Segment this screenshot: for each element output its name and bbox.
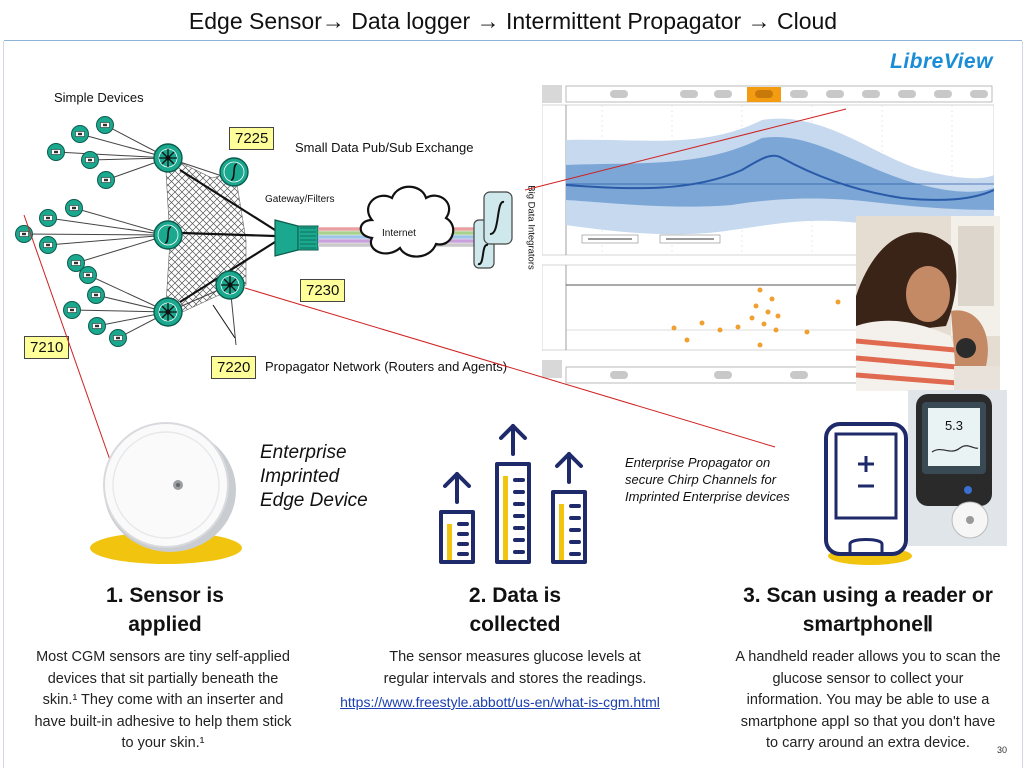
- mesh-pointer-line: [212, 304, 236, 339]
- step-2-description: The sensor measures glucose levels at re…: [383, 649, 647, 687]
- step-1-description: Most CGM sensors are tiny self-applied d…: [34, 649, 292, 751]
- frame-right: [1022, 41, 1023, 768]
- propagator-annotation: Enterprise Propagator on secure Chirp Ch…: [625, 455, 790, 504]
- data-bars-icon: [439, 424, 587, 564]
- page-number: 30: [997, 745, 1008, 755]
- ref-7220: 7220: [211, 356, 257, 379]
- ref-7225: 7225: [229, 127, 275, 150]
- internet-cloud: [359, 185, 455, 258]
- gateway-label: Gateway/Filters: [265, 194, 335, 205]
- day-pills: [610, 90, 988, 98]
- step-1-title: 1. Sensor is applied: [106, 584, 224, 636]
- libreview-logo: LibreView: [890, 50, 993, 73]
- ref-7210: 7210: [24, 336, 70, 359]
- internet-label: Internet: [382, 228, 416, 239]
- network-diagram: [15, 116, 513, 347]
- scatter-points: [671, 287, 841, 348]
- gateway-filter: [274, 219, 319, 257]
- reader-icon: [824, 422, 912, 565]
- sensor-user-photo: [856, 216, 1000, 391]
- slide-title: Edge Sensor→ Data logger → Intermittent …: [188, 8, 838, 34]
- step-2-title: 2. Data is collected: [468, 584, 562, 636]
- edge-device-annotation: Enterprise Imprinted Edge Device: [260, 442, 368, 511]
- propagator-network-label: Propagator Network (Routers and Agents): [265, 359, 508, 374]
- integrator-device: [473, 191, 513, 269]
- simple-devices-label: Simple Devices: [54, 90, 144, 105]
- title-divider: [4, 40, 1022, 41]
- step-3-title: 3. Scan using a reader or smartphoneⅡ: [743, 584, 993, 636]
- cgm-sensor-icon: [90, 422, 242, 564]
- reader-device-photo: 5.3: [908, 390, 1007, 546]
- step-3-description: A handheld reader allows you to scan the…: [735, 649, 1001, 751]
- frame-left: [3, 41, 4, 768]
- ref-7230: 7230: [300, 279, 346, 302]
- reader-display: 5.3: [945, 418, 963, 433]
- source-link[interactable]: https://www.freestyle.abbott/us-en/what-…: [340, 694, 660, 710]
- pubsub-label: Small Data Pub/Sub Exchange: [295, 140, 474, 155]
